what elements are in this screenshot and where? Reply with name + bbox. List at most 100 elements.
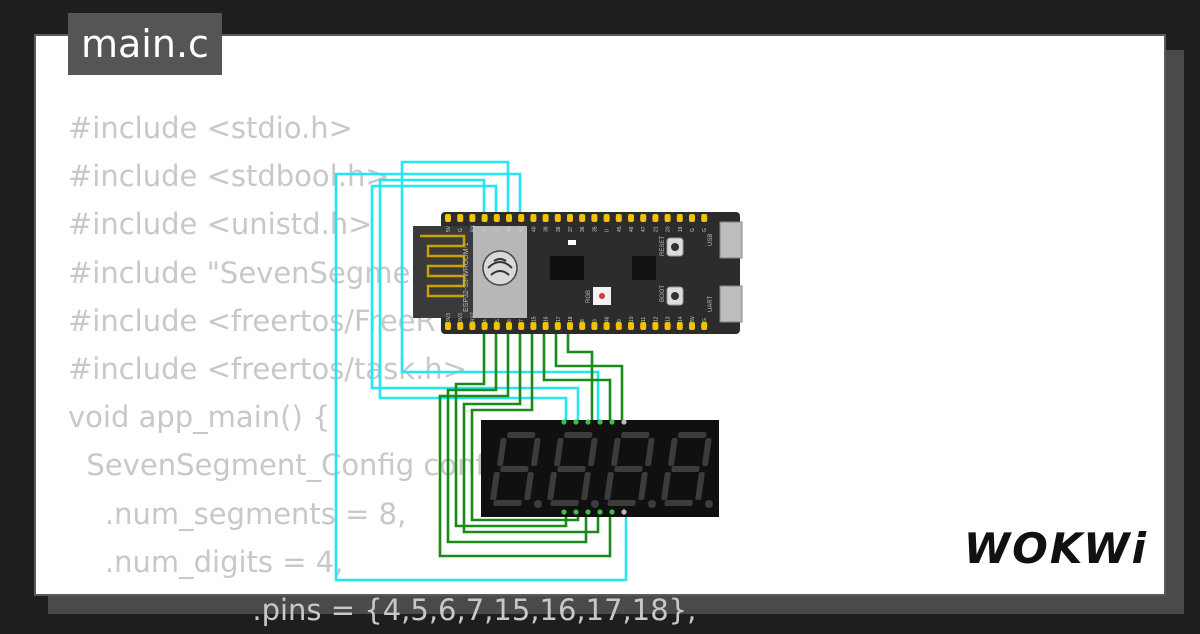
- top-pin: [493, 214, 500, 222]
- seven-segment-display[interactable]: [481, 419, 719, 517]
- top-pin-label: 0: [605, 229, 611, 232]
- led-label: RGB: [586, 290, 592, 303]
- bottom-pin-label: 14: [678, 316, 684, 322]
- segment: [661, 472, 671, 500]
- bottom-pin-label: 5: [495, 319, 501, 322]
- bottom-pin-label: 4: [483, 319, 489, 322]
- bottom-pin: [457, 322, 464, 330]
- segment: [493, 500, 522, 506]
- wire: [446, 320, 588, 544]
- top-pin-label: G: [702, 228, 708, 232]
- code-line: #include <stdbool.h>: [68, 159, 390, 194]
- wire: [454, 320, 568, 528]
- top-pin-label: G: [458, 228, 464, 232]
- bottom-pin-label: RST: [470, 312, 476, 322]
- display-pin: [621, 509, 627, 515]
- wire: [470, 320, 580, 522]
- display-pin: [621, 419, 627, 425]
- display-pin: [585, 419, 591, 425]
- green-wires: [438, 320, 624, 558]
- usb-port-top: [719, 221, 743, 259]
- top-pin-label: 45: [617, 226, 623, 232]
- bottom-pin: [628, 322, 634, 330]
- top-pin: [640, 214, 647, 222]
- usb-label: USB: [708, 234, 714, 246]
- bottom-pin-label: 16: [544, 316, 550, 322]
- wire: [334, 172, 628, 582]
- top-pin-label: 48: [629, 226, 635, 232]
- bottom-pin-label: 3V3: [458, 313, 464, 322]
- bottom-pin-label: G: [702, 318, 708, 322]
- wokwi-logo: WOKWi: [963, 524, 1148, 573]
- segment: [554, 438, 564, 466]
- segment: [531, 438, 541, 466]
- top-pin: [457, 214, 464, 222]
- top-pin: [469, 214, 476, 222]
- bottom-pin-label: 9: [617, 319, 623, 322]
- segment: [588, 438, 598, 466]
- boot-label: BOOT: [660, 285, 666, 302]
- segment: [668, 438, 678, 466]
- code-line: .num_segments = 8,: [68, 496, 407, 531]
- top-pin: [701, 214, 708, 222]
- segment: [611, 438, 621, 466]
- top-pin: [664, 214, 671, 222]
- bottom-pin: [567, 322, 573, 330]
- bottom-pin: [664, 322, 671, 330]
- bottom-pin: [603, 322, 610, 330]
- esp32-board[interactable]: ESP32-S3-WROOM-1 RGB RESET BOOT USB UART…: [413, 212, 743, 334]
- top-pin: [554, 214, 561, 222]
- code-line: #include <stdio.h>: [68, 111, 353, 145]
- top-pin-label: 5V: [446, 225, 452, 232]
- small-chip: [632, 256, 656, 280]
- bottom-pin-label: 8: [580, 319, 586, 322]
- bottom-pin: [652, 322, 659, 330]
- code-line: .num_digits = 4,: [68, 544, 344, 579]
- segment: [621, 432, 650, 438]
- bottom-pin-label: 3V3: [446, 313, 452, 322]
- top-pin-label: 37: [568, 226, 574, 232]
- display-pin: [609, 509, 615, 515]
- top-pin-label: 47: [641, 226, 647, 232]
- bottom-pin: [701, 322, 708, 330]
- module-label: ESP32-S3-WROOM-1: [463, 242, 470, 312]
- top-pin: [445, 214, 451, 222]
- bottom-pin: [591, 322, 598, 330]
- bottom-pin: [493, 322, 500, 330]
- display-pin: [573, 509, 579, 515]
- top-pin-label: 42: [507, 226, 513, 232]
- top-pin-label: 38: [556, 226, 562, 232]
- segment: [497, 438, 507, 466]
- code-line: void app_main() {: [68, 400, 331, 435]
- bottom-pin: [445, 322, 451, 330]
- top-pin-label: 36: [580, 226, 586, 232]
- bottom-pin: [506, 322, 512, 330]
- segment: [547, 472, 557, 500]
- reset-button-cap: [671, 243, 679, 251]
- bottom-pin-label: 17: [556, 316, 562, 322]
- bottom-pin: [542, 322, 549, 330]
- file-tab[interactable]: main.c: [68, 13, 222, 75]
- top-pin: [603, 214, 610, 222]
- segment: [702, 438, 712, 466]
- segment: [695, 472, 705, 500]
- display-pins: [561, 419, 627, 515]
- bottom-pin-label: 15: [531, 316, 537, 322]
- top-pin-label: 1: [483, 229, 489, 232]
- top-pin: [591, 214, 598, 222]
- bottom-pin: [615, 322, 622, 330]
- segment: [678, 432, 707, 438]
- segment: [581, 472, 591, 500]
- bottom-pin: [676, 322, 683, 330]
- top-pin-label: 39: [544, 226, 550, 232]
- bottom-pin-label: 18: [568, 316, 574, 322]
- display-digits: [490, 432, 713, 508]
- display-pin: [573, 419, 579, 425]
- bottom-pin-label: 6: [507, 319, 513, 322]
- top-pin-label: 41: [519, 226, 525, 232]
- uart-label: UART: [708, 295, 714, 312]
- code-line: #include <unistd.h>: [68, 207, 373, 242]
- top-pin: [652, 214, 659, 222]
